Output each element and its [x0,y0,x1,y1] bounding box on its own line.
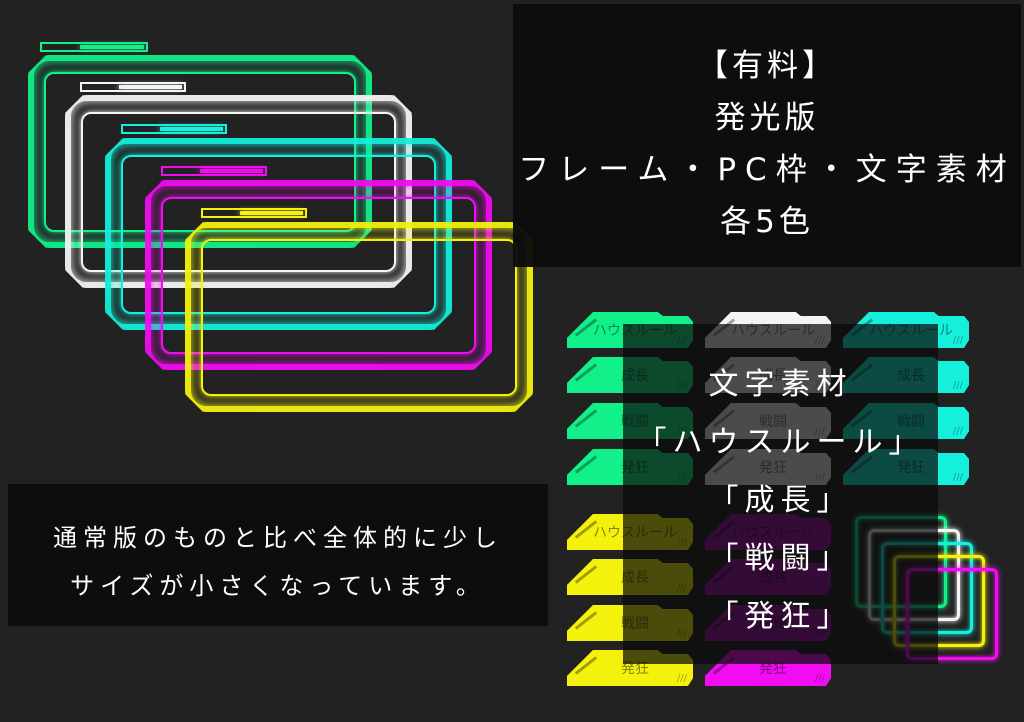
size-note-panel: 通常版のものと比べ全体的に少し サイズが小さくなっています。 [8,484,548,626]
frame-cyan-tab [121,124,227,134]
frame-magenta-inner [161,197,476,354]
frame-yellow-tab [201,208,307,218]
title-panel: 【有料】 発光版 フレーム・PC枠・文字素材 各5色 [513,4,1021,267]
title-contents: フレーム・PC枠・文字素材 [518,152,1016,188]
note-line-1: 通常版のものと比べ全体的に少し [53,524,503,552]
frame-cyan-inner [121,155,436,314]
frame-cyan [105,138,452,330]
frame-white [65,95,412,288]
frame-yellow-inner [201,239,517,396]
frame-magenta-tab [161,166,267,176]
text-material-houserule: 「ハウスルール」 [636,425,925,460]
text-material-heading: 文字素材 [708,367,853,402]
title-glow-version: 発光版 [714,100,820,136]
frame-yellow [185,222,533,412]
title-paid: 【有料】 [697,48,837,84]
text-material-battle: 「戦闘」 [708,541,853,576]
text-material-madness: 「発狂」 [708,599,853,634]
frame-white-inner [81,112,396,272]
text-material-growth: 「成長」 [708,483,853,518]
text-material-panel: 文字素材 「ハウスルール」 「成長」 「戦闘」 「発狂」 [623,324,938,664]
frame-white-tab [80,82,186,92]
title-colors: 各5色 [720,204,814,240]
frame-green-tab [40,42,148,52]
frame-magenta [145,180,492,370]
note-line-2: サイズが小さくなっています。 [70,572,486,600]
frame-green [28,55,372,248]
